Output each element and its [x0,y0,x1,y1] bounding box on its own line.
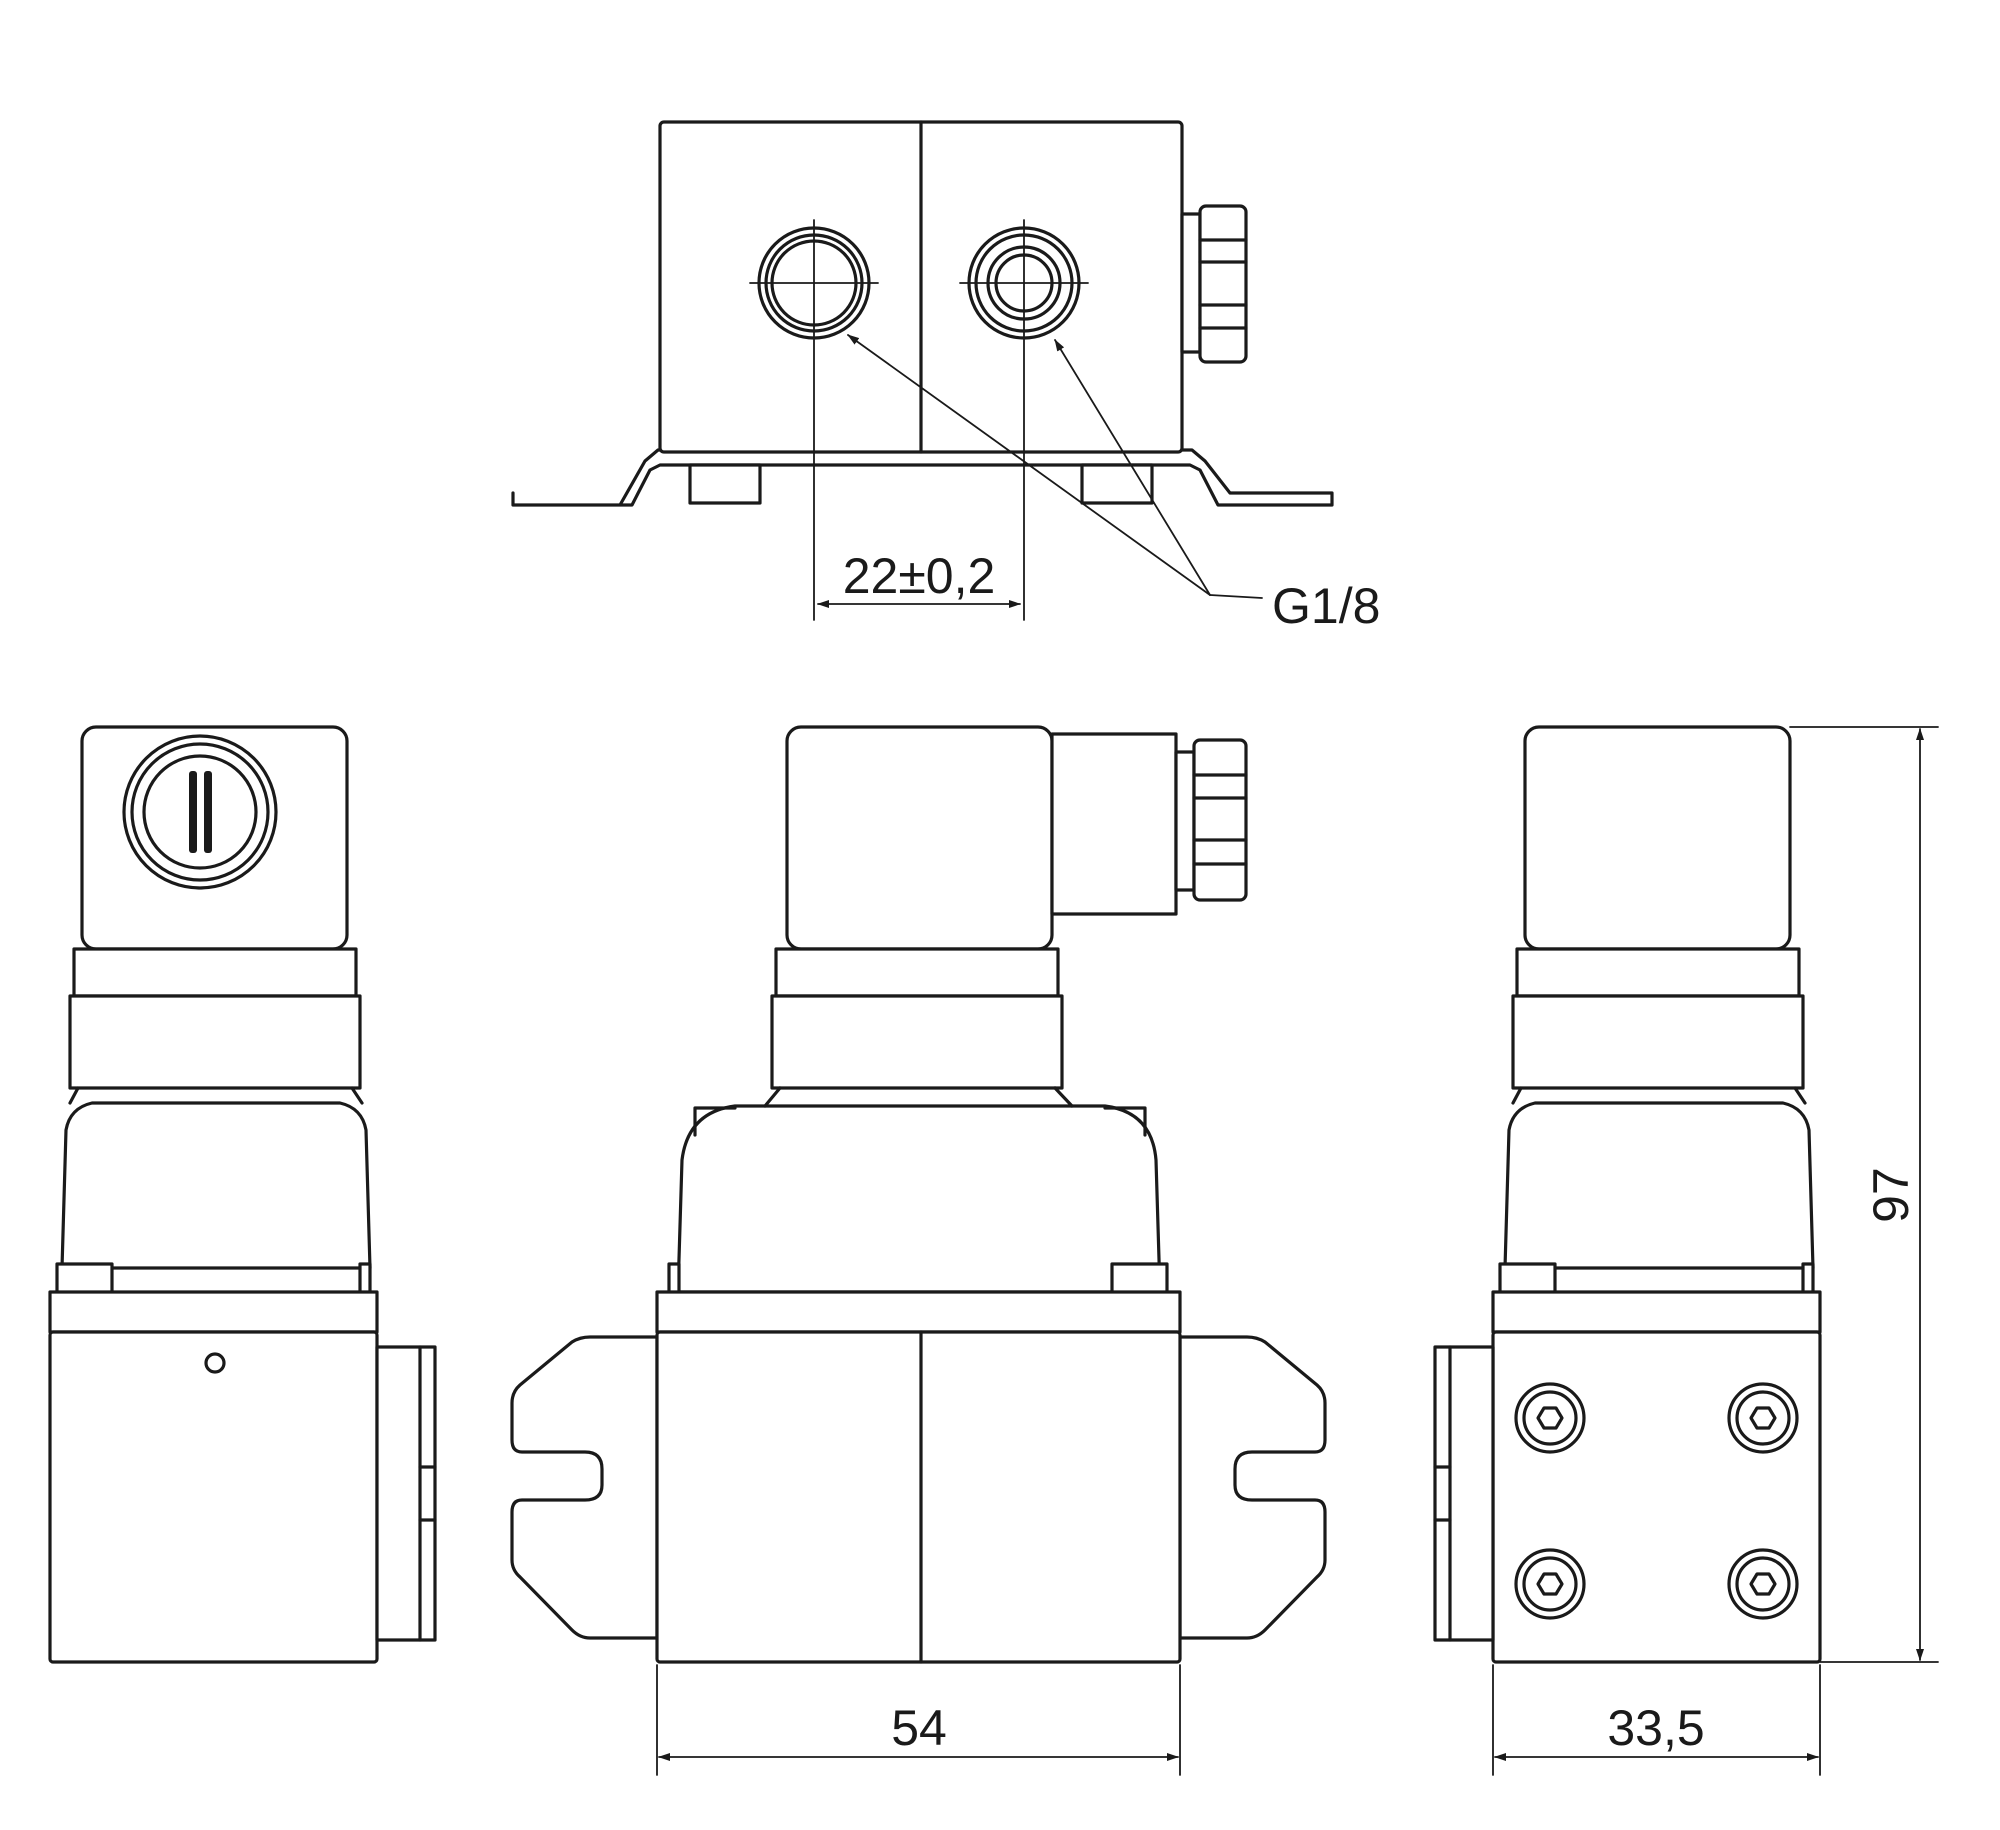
valve-body-side [48,1330,379,1664]
connector-housing-front [785,725,1054,951]
ring-upper [72,947,358,998]
cover-front [676,1104,1162,1294]
connector-arm [1050,732,1178,916]
side-flange-right [1433,1345,1495,1642]
base-plate-right [1491,1290,1822,1334]
side-flange [375,1345,437,1642]
ring-lower [68,994,362,1090]
side-view-left [48,725,437,1664]
bracket-foot-left [688,463,762,505]
ring-lower-right [1511,994,1805,1090]
screw-icon [1727,1382,1799,1454]
cover [60,1101,372,1270]
cover-right [1503,1101,1815,1270]
connector-screw-cap [122,734,278,890]
width-front-dimension: 54 [891,1700,947,1756]
port-right [959,219,1089,621]
port-left [749,219,879,621]
vent-hole-icon [204,1352,226,1374]
screw-icon [1514,1382,1586,1454]
cable-gland-front [1174,738,1248,902]
cable-gland-top [1180,204,1248,364]
ring-upper-front [774,947,1060,998]
base-plate [48,1290,379,1334]
mounting-ear-left [510,1335,659,1640]
front-view: 54 [510,725,1327,1776]
bracket-foot-right [1080,463,1154,505]
thread-label: G1/8 [1272,578,1380,634]
top-view: G1/8 22±0,2 [511,120,1380,634]
side-view-right: 33,5 97 [1433,725,1939,1776]
mounting-ear-right [1178,1335,1327,1640]
ring-upper-right [1515,947,1801,998]
height-dimension: 97 [1863,1167,1919,1223]
port-spacing-dimension: 22±0,2 [843,548,996,604]
base-plate-front [655,1290,1182,1334]
mounting-bracket [511,448,1334,507]
ring-lower-front [770,994,1064,1090]
screw-icon [1514,1548,1586,1620]
connector-housing-right [1523,725,1792,951]
valve-body-right [1491,1330,1822,1664]
connector-housing [80,725,349,951]
valve-body-front [655,1330,1182,1664]
width-side-dimension: 33,5 [1607,1700,1704,1756]
screw-icon [1727,1548,1799,1620]
